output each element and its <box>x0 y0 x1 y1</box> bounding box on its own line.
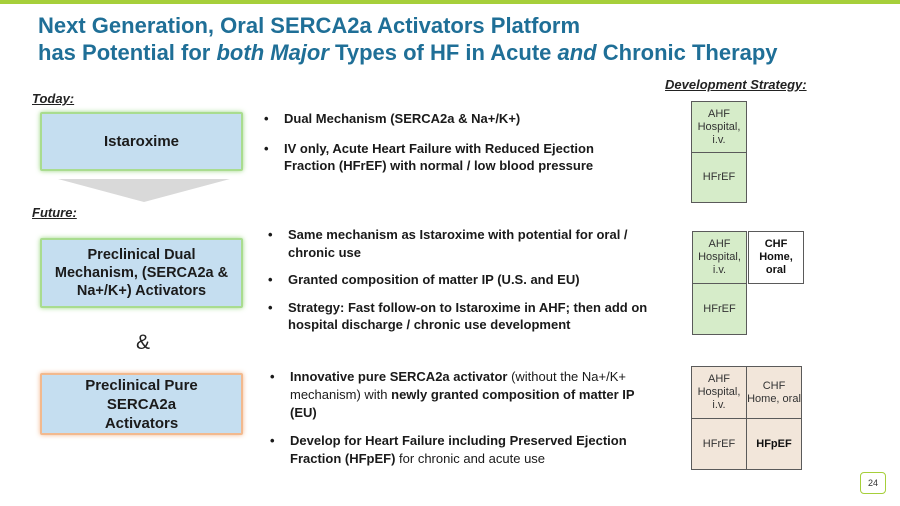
bullet-bold-text: Innovative pure SERCA2a activator <box>290 369 508 384</box>
chf-home-cell: CHF Home, oral <box>748 231 804 284</box>
today-label: Today: <box>32 91 75 106</box>
hfref-cell: HFrEF <box>691 418 747 470</box>
bullet-item: Same mechanism as Istaroxime with potent… <box>264 226 648 261</box>
bullet-item: Dual Mechanism (SERCA2a & Na+/K+) <box>260 110 648 128</box>
future-label: Future: <box>32 205 77 220</box>
pure-activators-box: Preclinical Pure SERCA2a Activators <box>40 373 243 435</box>
hfref-cell: HFrEF <box>691 152 747 203</box>
today-bullets: Dual Mechanism (SERCA2a & Na+/K+) IV onl… <box>260 110 648 187</box>
title-line-1: Next Generation, Oral SERCA2a Activators… <box>38 13 581 38</box>
title-text: has Potential for <box>38 40 217 65</box>
bullet-item: Develop for Heart Failure including Pres… <box>266 432 654 468</box>
dual-bullets: Same mechanism as Istaroxime with potent… <box>264 226 648 346</box>
title-emphasis: both Major <box>216 40 329 65</box>
ahf-hospital-cell: AHF Hospital, i.v. <box>691 101 747 153</box>
hfpef-cell: HFpEF <box>746 418 802 470</box>
down-arrow-shape <box>58 179 230 202</box>
dual-activators-box: Preclinical Dual Mechanism, (SERCA2a & N… <box>40 238 243 308</box>
bullet-item: IV only, Acute Heart Failure with Reduce… <box>260 140 648 175</box>
top-accent-bar <box>0 0 900 4</box>
development-strategy-title: Development Strategy: <box>665 77 807 92</box>
ahf-hospital-cell: AHF Hospital, i.v. <box>692 231 747 284</box>
ahf-hospital-cell: AHF Hospital, i.v. <box>691 366 747 419</box>
bullet-plain-text: for chronic and acute use <box>395 451 546 466</box>
pure-bullets: Innovative pure SERCA2a activator (witho… <box>266 368 654 480</box>
page-number: 24 <box>860 472 886 494</box>
chf-home-cell: CHF Home, oral <box>746 366 802 419</box>
bullet-plain-text: (without the Na+/K+ mechanism) with <box>290 369 626 402</box>
bullet-item: Granted composition of matter IP (U.S. a… <box>264 271 648 289</box>
ampersand: & <box>136 331 151 354</box>
slide-title: Next Generation, Oral SERCA2a Activators… <box>38 12 878 66</box>
title-text: Chronic Therapy <box>596 40 778 65</box>
hfref-cell: HFrEF <box>692 283 747 335</box>
bullet-item: Innovative pure SERCA2a activator (witho… <box>266 368 654 422</box>
title-text: Types of HF in Acute <box>328 40 558 65</box>
title-emphasis: and <box>557 40 597 65</box>
bullet-bold-text: newly granted composition of matter IP (… <box>290 387 635 420</box>
title-line-2: has Potential for both Major Types of HF… <box>38 39 878 66</box>
istaroxime-box: Istaroxime <box>40 112 243 171</box>
bullet-bold-text: Develop for Heart Failure including Pres… <box>290 433 627 466</box>
bullet-item: Strategy: Fast follow-on to Istaroxime i… <box>264 299 648 334</box>
